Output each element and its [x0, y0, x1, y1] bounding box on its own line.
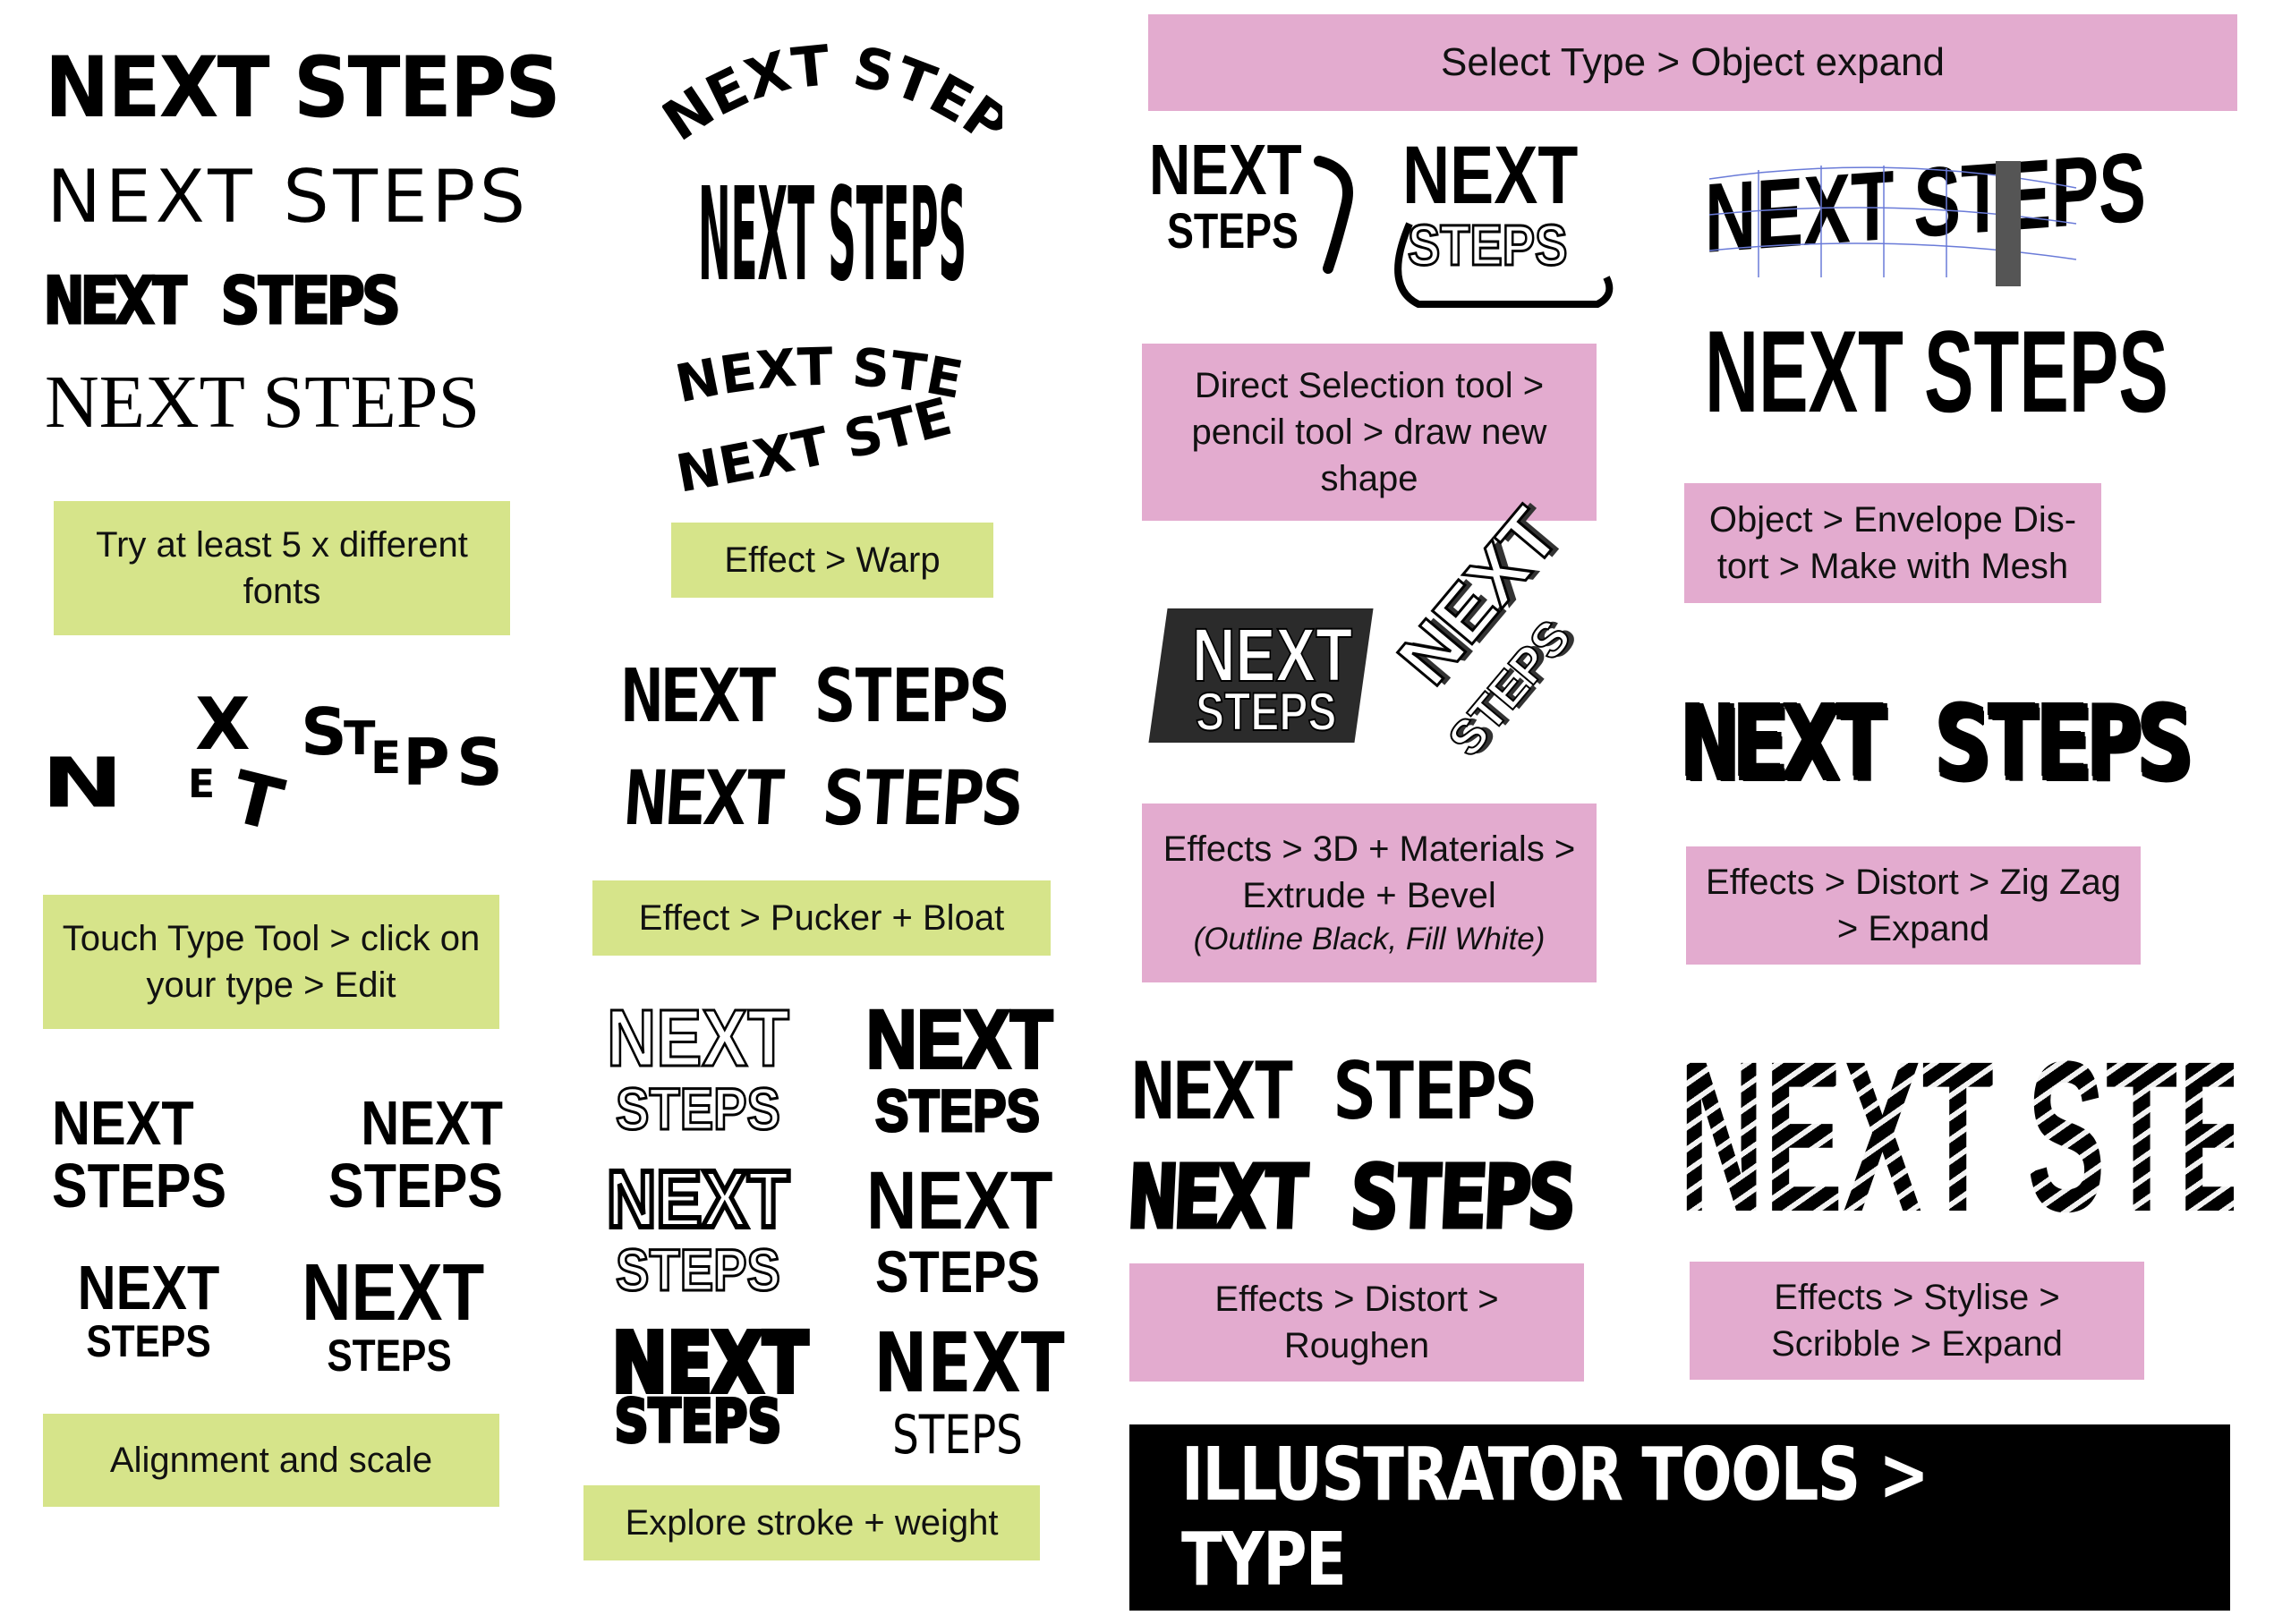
align-next-4: NEXT: [302, 1248, 485, 1338]
touch-type-sample: N E X T S T E P S: [36, 680, 537, 848]
letter-p: P: [403, 725, 450, 800]
letter-n: N: [41, 743, 124, 823]
extrude-steps-1: STEPS: [1195, 682, 1337, 742]
zigzag-sample: NEXT STEPS: [1681, 686, 2194, 803]
stroke-next-1: NEXT: [606, 994, 791, 1084]
label-fonts: Try at least 5 x different fonts: [54, 501, 510, 635]
alignment-sample-1: NEXT STEPS: [52, 1092, 267, 1217]
stroke-steps-5: STEPS: [613, 1387, 783, 1456]
stroke-steps-1: STEPS: [615, 1076, 781, 1142]
label-touch-type: Touch Type Tool > click on your type > E…: [43, 895, 499, 1029]
stroke-next-6: NEXT: [873, 1315, 1065, 1411]
expand-sample-2: NEXT STEPS: [1392, 130, 1615, 308]
align-steps-1: STEPS: [52, 1151, 227, 1220]
label-pucker: Effect > Pucker + Bloat: [592, 880, 1051, 956]
expand-next-1: NEXT: [1149, 130, 1302, 209]
extrude-sample-1: NEXT STEPS: [1148, 582, 1382, 752]
stroke-sample-4: NEXT STEPS: [850, 1160, 1065, 1301]
expand-sample-1: NEXT STEPS: [1149, 130, 1355, 274]
scribble-sample: NEXT STEPS: [1679, 1029, 2234, 1244]
font-sample-2: NEXT STEPS: [47, 155, 530, 240]
expand-next-2: NEXT: [1402, 130, 1579, 221]
letter-s: S: [301, 694, 347, 769]
stroke-steps-4: STEPS: [875, 1238, 1040, 1305]
roughen-sample-1: NEXT STEPS: [1131, 1045, 1537, 1137]
warp-bulge-text: NEXT STEPS: [698, 160, 967, 310]
stroke-steps-2: STEPS: [874, 1077, 1041, 1144]
stroke-steps-3: STEPS: [615, 1237, 781, 1303]
font-sample-4: NEXT STEPS: [45, 361, 481, 444]
title-band: ILLUSTRATOR TOOLS > TYPE: [1129, 1424, 2230, 1611]
letter-t2: T: [344, 712, 376, 766]
letter-t: T: [223, 754, 292, 848]
label-zigzag: Effects > Distort > Zig Zag > Expand: [1686, 846, 2141, 965]
stroke-sample-2: NEXT STEPS: [850, 994, 1065, 1144]
stroke-sample-3: NEXT STEPS: [591, 1155, 805, 1303]
label-scribble: Effects > Stylise > Scribble > Expand: [1690, 1262, 2144, 1380]
stroke-next-4: NEXT: [866, 1155, 1053, 1246]
stroke-next-3: NEXT: [604, 1155, 791, 1245]
label-alignment: Alignment and scale: [43, 1414, 499, 1507]
label-warp: Effect > Warp: [671, 523, 993, 598]
letter-e2: E: [370, 732, 402, 784]
align-next-1: NEXT: [52, 1088, 194, 1158]
mesh-grid-icon: [1708, 161, 2077, 286]
letter-e: E: [188, 761, 216, 807]
envelope-sample-2: NEXT STEPS: [1705, 306, 2168, 437]
align-steps-2: STEPS: [328, 1151, 503, 1220]
label-envelope: Object > Envelope Dis-tort > Make with M…: [1684, 483, 2101, 603]
page-title: ILLUSTRATOR TOOLS > TYPE: [1181, 1433, 1929, 1603]
label-extrude-note: (Outline Black, Fill White): [1193, 922, 1546, 957]
align-steps-3: STEPS: [86, 1316, 211, 1366]
align-next-3: NEXT: [77, 1253, 220, 1322]
label-stroke: Explore stroke + weight: [583, 1485, 1040, 1560]
alignment-sample-2: NEXT STEPS: [288, 1092, 503, 1217]
letter-x: X: [195, 683, 251, 766]
expand-steps-1: STEPS: [1167, 202, 1299, 259]
extrude-sample-2: NEXT STEPS: [1380, 491, 1629, 768]
font-sample-3: NEXT STEPS: [43, 263, 401, 338]
letter-s2: S: [456, 725, 503, 800]
warp-samples: NEXT STEPS NEXT STEPS NEXT STEPS NEXT ST…: [662, 27, 1002, 505]
label-extrude-main: Effects > 3D + Materials > Extrude + Bev…: [1163, 829, 1576, 916]
stroke-next-2: NEXT: [864, 994, 1054, 1085]
scribble-hatch: [1679, 1029, 2234, 1244]
expand-steps-2: STEPS: [1407, 213, 1569, 277]
stroke-steps-6: STEPS: [892, 1404, 1023, 1467]
stroke-sample-1: NEXT STEPS: [591, 994, 805, 1142]
extrude-next-1: NEXT: [1191, 613, 1353, 697]
label-extrude: Effects > 3D + Materials > Extrude + Bev…: [1142, 803, 1597, 982]
swash-outline-icon: [1394, 222, 1614, 308]
pucker-sample-2: NEXT STEPS: [621, 754, 1024, 842]
roughen-sample-2: NEXT STEPS: [1125, 1145, 1577, 1250]
stroke-sample-6: NEXT STEPS: [850, 1315, 1065, 1467]
align-steps-4: STEPS: [327, 1331, 452, 1381]
label-select-type: Select Type > Object expand: [1148, 14, 2237, 111]
stroke-sample-5: NEXT STEPS: [591, 1315, 811, 1456]
alignment-sample-3: NEXT STEPS: [59, 1256, 238, 1364]
swash-icon: [1314, 156, 1353, 274]
stroke-next-5: NEXT: [610, 1315, 811, 1411]
pucker-sample-1: NEXT STEPS: [621, 654, 1010, 739]
envelope-sample-1: NEXT STEPS: [1705, 132, 2146, 286]
label-roughen: Effects > Distort > Roughen: [1129, 1263, 1584, 1382]
align-next-2: NEXT: [361, 1088, 503, 1158]
alignment-sample-4: NEXT STEPS: [286, 1253, 492, 1378]
warp-arc-text: NEXT STEPS: [662, 27, 1002, 159]
font-sample-1: NEXT STEPS: [45, 39, 561, 137]
label-direct-selection: Direct Selection tool > pencil tool > dr…: [1142, 344, 1597, 521]
